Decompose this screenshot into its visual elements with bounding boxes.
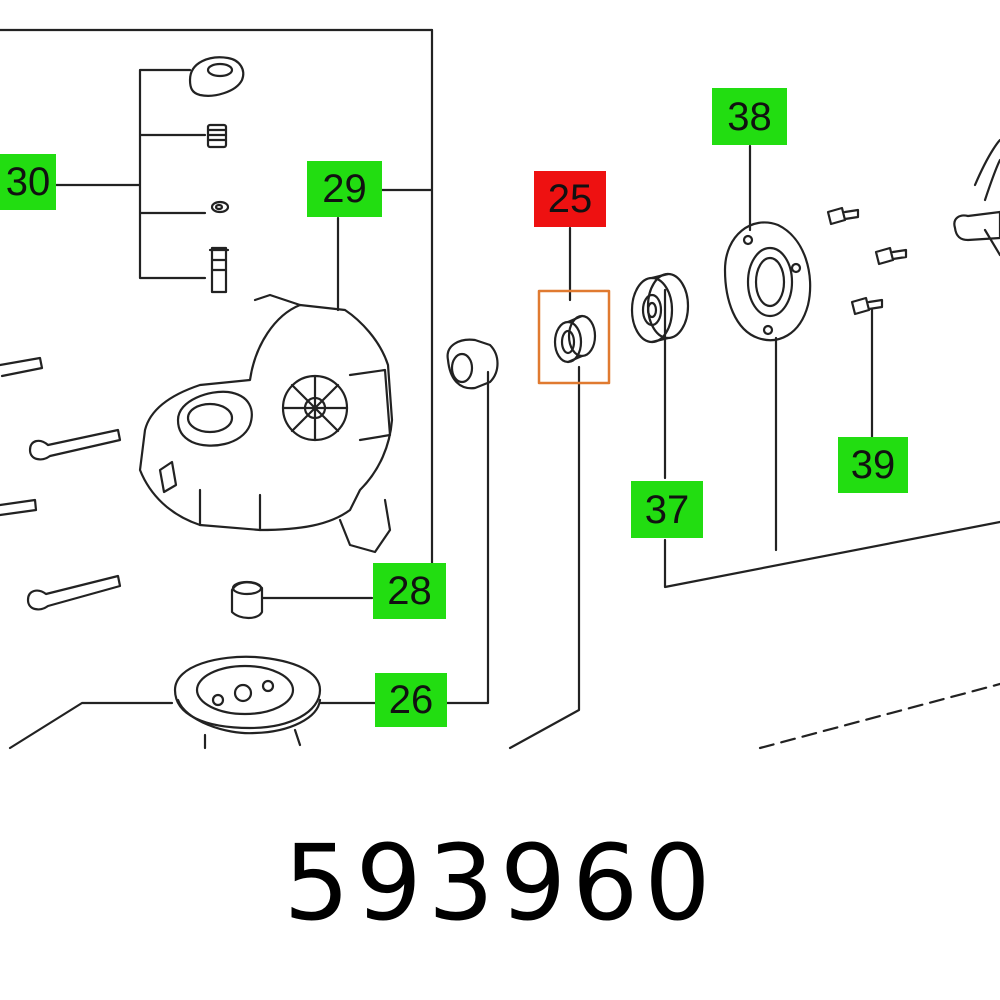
part-38-plate	[723, 221, 812, 342]
part-26-nut	[446, 338, 499, 390]
callout-28: 28	[373, 563, 446, 619]
callout-37: 37	[631, 481, 703, 538]
part-37-bearing	[630, 272, 690, 344]
part-28-sleeve	[230, 580, 264, 620]
callout-25: 25	[534, 171, 606, 227]
callout-38: 38	[712, 88, 787, 145]
part-29-housing	[138, 293, 394, 554]
part-25-bushing	[553, 314, 597, 364]
callout-29: 29	[307, 161, 382, 217]
part-number: 593960	[283, 822, 717, 944]
part-26-flange	[173, 655, 322, 750]
screws-left	[0, 356, 122, 611]
callout-26: 26	[375, 673, 447, 727]
callout-39: 39	[838, 437, 908, 493]
leader-lines	[0, 28, 1000, 750]
exploded-parts-diagram	[0, 28, 1000, 750]
callout-30: 30	[0, 154, 56, 210]
part-39-screws	[826, 206, 908, 316]
right-edge-part	[953, 138, 1000, 257]
highlight-box	[537, 289, 611, 385]
part-30-set	[188, 56, 245, 294]
